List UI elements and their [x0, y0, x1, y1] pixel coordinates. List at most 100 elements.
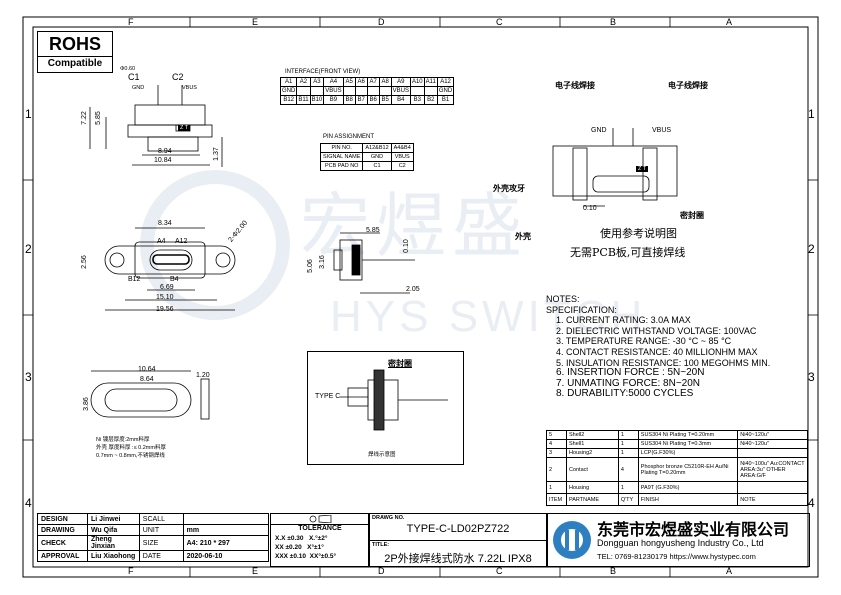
iface-cell: A5: [342, 77, 356, 87]
tb-label: DATE: [138, 550, 184, 562]
pad-c2-label: C2: [172, 72, 184, 82]
iface-cell: A7: [366, 77, 380, 87]
tolerance-title: TOLERANCE: [271, 524, 369, 532]
iface-cell: [309, 86, 325, 96]
pin-cell: VBUS: [390, 152, 414, 162]
iface-cell: B10: [309, 95, 325, 105]
col-label-e: E: [252, 17, 259, 27]
row-label-4: 4: [25, 496, 32, 510]
dim-6-69: 6.69: [160, 284, 174, 291]
bom-cell: 4: [546, 439, 567, 449]
pcb-dim-3-86: 3.86: [82, 397, 90, 411]
iface-cell: A3: [309, 77, 325, 87]
no-pcb-caption: 无需PCB板,可直接焊线: [570, 246, 686, 259]
bom-cell: SUS304 Ni Plating T=0.20mm: [637, 430, 739, 440]
drawno-label: DRAWG NO.: [372, 515, 405, 521]
pin-b4-label: B4: [170, 276, 179, 283]
tol-angle: X°±1°: [307, 544, 324, 551]
bom-cell: 5: [546, 430, 567, 440]
side-dim-3-16: 3.16: [318, 255, 326, 269]
pin-cell: A4&B4: [390, 143, 414, 153]
section-seal-label: 密封圈: [388, 359, 412, 368]
iface-cell: A2: [296, 77, 311, 87]
tb-label: SCALL: [138, 513, 184, 525]
pin-cell: SIGNAL NAME: [319, 152, 364, 162]
side-dim-0-10: 0.10: [402, 239, 410, 253]
bom-header: ITEM: [546, 493, 567, 506]
bom-cell: 1: [617, 430, 639, 440]
col-label-b: B: [610, 17, 617, 27]
tb-value: [182, 513, 270, 525]
bom-cell: LCP(G.F30%): [637, 448, 739, 458]
top-view-drawing: [89, 85, 223, 167]
seal-ring-label: 密封圈: [680, 211, 704, 220]
company-logo-icon: [553, 521, 591, 559]
row-label-3-right: 3: [808, 370, 815, 384]
iface-cell: [409, 86, 425, 96]
col-label-f: F: [128, 17, 134, 27]
bom-cell: Housing: [565, 481, 619, 494]
iface-cell: A6: [354, 77, 368, 87]
tol-note-2: 外壳 厚度料厚 :≤ 0.2mm料厚: [96, 445, 166, 451]
bom-cell: PA9T (G.F30%): [637, 481, 739, 494]
bom-cell: 1: [617, 439, 639, 449]
front-view-drawing: [104, 227, 236, 311]
row-label-1-right: 1: [808, 107, 815, 121]
iface-cell: A12: [436, 77, 455, 87]
tb-value: mm: [182, 524, 270, 536]
pin-cell: C1: [362, 161, 392, 171]
assembly-vbus-label: VBUS: [652, 127, 672, 134]
iface-cell: B12: [279, 95, 298, 105]
bom-cell: Ni40~120u": [737, 439, 808, 449]
bom-cell: SUS304 Ni Plating T=0.3mm: [637, 439, 739, 449]
bom-header: Q'TY: [617, 493, 639, 506]
tol-angle: X.°±2°: [308, 535, 328, 542]
col-label-d: D: [378, 17, 385, 27]
assembly-gnd-label: GND: [591, 127, 607, 134]
pin-cell: GND: [362, 152, 392, 162]
note-item: 4. CONTACT RESISTANCE: 40 MILLIONHM MAX: [556, 346, 758, 357]
interface-title: INTERFACE(FRONT VIEW): [285, 69, 361, 75]
pad-dia-label: Φ0.60: [120, 66, 136, 72]
title-label: TITLE:: [372, 542, 390, 548]
bom-cell: [737, 481, 808, 494]
pin-cell: C2: [390, 161, 414, 171]
iface-cell: A8: [378, 77, 392, 87]
pcb-dim-8-64: 8.64: [140, 376, 154, 383]
side-dim-5-06: 5.06: [306, 259, 314, 273]
iface-cell: GND: [279, 86, 298, 96]
dim-7-22: 7.22: [80, 111, 88, 125]
dim-5-85: 5.85: [94, 111, 102, 125]
pcb-view-drawing: [90, 370, 210, 420]
pin-cell: PIN NO.: [319, 143, 364, 153]
watermark-logo: [140, 170, 290, 320]
iface-cell: B2: [423, 95, 438, 105]
bom-cell: Ni40~120u": [737, 430, 808, 440]
drawing-title: 2P外接焊线式防水 7.22L IPX8: [384, 553, 532, 565]
shell-thread-label: 外壳攻牙: [493, 184, 525, 193]
tol-note-1: Ni 镀层厚度:2mm料厚: [96, 437, 150, 443]
projection-symbol-icon: [309, 515, 332, 523]
note-item: 8. DURABILITY:5000 CYCLES: [556, 388, 694, 400]
bom-header: PARTNAME: [565, 493, 619, 506]
watermark-cn: 宏煜盛: [300, 185, 528, 267]
bom-header: FINISH: [637, 493, 739, 506]
pin-cell: A12&B12: [362, 143, 392, 153]
tb-label: APPROVAL: [37, 550, 88, 562]
tb-value: Zheng Jinxian: [86, 535, 140, 551]
pin-assignment-title: PIN ASSIGNMENT: [323, 134, 375, 140]
company-name-cn: 东莞市宏煜盛实业有限公司: [597, 520, 790, 539]
side-view-drawing: [333, 232, 415, 294]
iface-cell: B1: [436, 95, 455, 105]
wire-solder-label-right: 电子线焊接: [668, 81, 708, 90]
tb-label: UNIT: [138, 524, 184, 536]
